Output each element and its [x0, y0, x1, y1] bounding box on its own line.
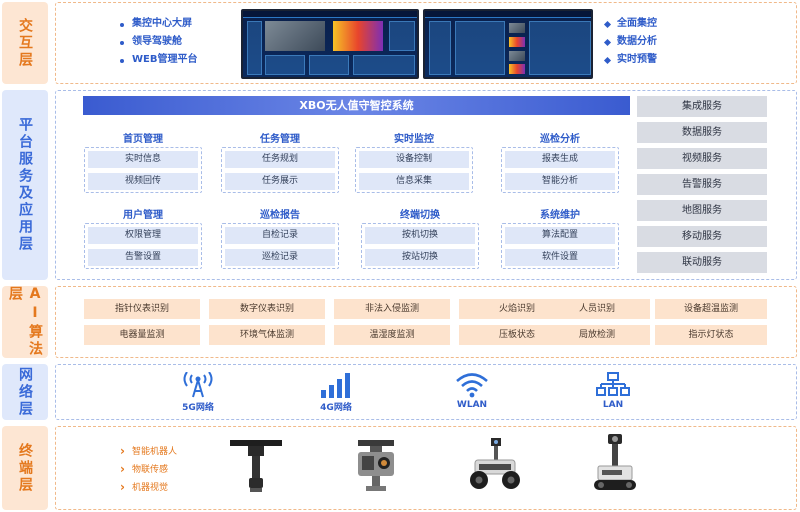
- module-item: 任务展示: [225, 173, 335, 190]
- list-item: 实时预警: [605, 51, 657, 69]
- ai-item: 设备超温监测: [655, 299, 767, 319]
- module-title: 任务管理: [260, 134, 300, 145]
- ai-item: 数字仪表识别: [209, 299, 325, 319]
- ai-item: 局放检测: [544, 325, 650, 345]
- ai-item: 温湿度监测: [334, 325, 450, 345]
- layer-label-platform: 平台服务及应用层: [2, 90, 48, 280]
- web-platform-screenshot: [423, 9, 593, 79]
- module-title: 用户管理: [123, 210, 163, 221]
- control-center-screenshot: [241, 9, 419, 79]
- platform-panel: [55, 90, 797, 280]
- module-title: 终端切换: [400, 210, 440, 221]
- network-4g: 4G网络: [301, 372, 371, 413]
- network-label: WLAN: [456, 400, 488, 410]
- module-item: 告警设置: [88, 249, 198, 266]
- module-box: 按机切换 按站切换: [361, 223, 479, 269]
- signal-tower-icon: [183, 372, 213, 398]
- module-item: 软件设置: [505, 249, 615, 266]
- module-item: 自检记录: [225, 227, 335, 244]
- module-box: 自检记录 巡检记录: [221, 223, 339, 269]
- module-item: 智能分析: [505, 173, 615, 190]
- network-panel: [55, 364, 797, 420]
- module-item: 任务规划: [225, 151, 335, 168]
- module-item: 实时信息: [88, 151, 198, 168]
- module-item: 按机切换: [365, 227, 475, 244]
- list-item: 智能机器人: [120, 442, 177, 461]
- lan-network-icon: [596, 372, 630, 396]
- ai-item: 人员识别: [544, 299, 650, 319]
- module-box: 任务规划 任务展示: [221, 147, 339, 193]
- list-item: 领导驾驶舱: [120, 33, 197, 51]
- list-item: 物联传感: [120, 460, 177, 479]
- system-title: XBO无人值守智控系统: [83, 96, 630, 115]
- interaction-left-list: 集控中心大屏 领导驾驶舱 WEB管理平台: [120, 15, 197, 69]
- module-item: 设备控制: [359, 151, 469, 168]
- service-item: 联动服务: [637, 252, 767, 273]
- list-item: 全面集控: [605, 15, 657, 33]
- terminal-list: 智能机器人 物联传感 机器视觉: [120, 442, 177, 497]
- module-title: 实时监控: [394, 134, 434, 145]
- module-item: 算法配置: [505, 227, 615, 244]
- service-item: 地图服务: [637, 200, 767, 221]
- module-box: 实时信息 视频回传: [84, 147, 202, 193]
- network-lan: LAN: [578, 372, 648, 410]
- layer-label-terminal: 终端层: [2, 426, 48, 510]
- service-item: 集成服务: [637, 96, 767, 117]
- network-wlan: WLAN: [437, 372, 507, 410]
- list-item: 数据分析: [605, 33, 657, 51]
- ai-item: 电器量监测: [84, 325, 200, 345]
- network-label: LAN: [602, 400, 624, 410]
- service-item: 移动服务: [637, 226, 767, 247]
- service-item: 告警服务: [637, 174, 767, 195]
- network-5g: 5G网络: [163, 372, 233, 413]
- list-item: 机器视觉: [120, 478, 177, 497]
- module-title: 系统维护: [540, 210, 580, 221]
- network-label: 4G网络: [320, 403, 352, 413]
- module-item: 巡检记录: [225, 249, 335, 266]
- module-title: 巡检报告: [260, 210, 300, 221]
- service-item: 视频服务: [637, 148, 767, 169]
- module-title: 首页管理: [123, 134, 163, 145]
- module-title: 巡检分析: [540, 134, 580, 145]
- service-item: 数据服务: [637, 122, 767, 143]
- interaction-panel: [55, 2, 797, 84]
- module-box: 算法配置 软件设置: [501, 223, 619, 269]
- ai-item: 指针仪表识别: [84, 299, 200, 319]
- ai-panel: [55, 286, 797, 358]
- wifi-icon: [456, 373, 488, 398]
- module-item: 报表生成: [505, 151, 615, 168]
- tracked-inspection-robot-image: [594, 434, 636, 490]
- list-item: 集控中心大屏: [120, 15, 197, 33]
- interaction-right-list: 全面集控 数据分析 实时预警: [605, 15, 657, 69]
- layer-label-network: 网络层: [2, 364, 48, 420]
- signal-bars-icon: [321, 373, 350, 398]
- layer-label-interaction: 交互层: [2, 2, 48, 84]
- module-item: 信息采集: [359, 173, 469, 190]
- ai-item: 指示灯状态: [655, 325, 767, 345]
- module-box: 权限管理 告警设置: [84, 223, 202, 269]
- list-item: WEB管理平台: [120, 51, 197, 69]
- terminal-panel: [55, 426, 797, 510]
- ai-item: 环境气体监测: [209, 325, 325, 345]
- layer-label-ai: AI算法层: [2, 286, 48, 358]
- network-label: 5G网络: [182, 403, 214, 413]
- module-box: 报表生成 智能分析: [501, 147, 619, 193]
- module-item: 权限管理: [88, 227, 198, 244]
- ai-item: 非法入侵监测: [334, 299, 450, 319]
- wheeled-inspection-robot-image: [470, 438, 520, 489]
- module-item: 视频回传: [88, 173, 198, 190]
- module-box: 设备控制 信息采集: [355, 147, 473, 193]
- module-item: 按站切换: [365, 249, 475, 266]
- rail-robot-image: [230, 440, 282, 492]
- ptz-camera-robot-image: [358, 440, 394, 491]
